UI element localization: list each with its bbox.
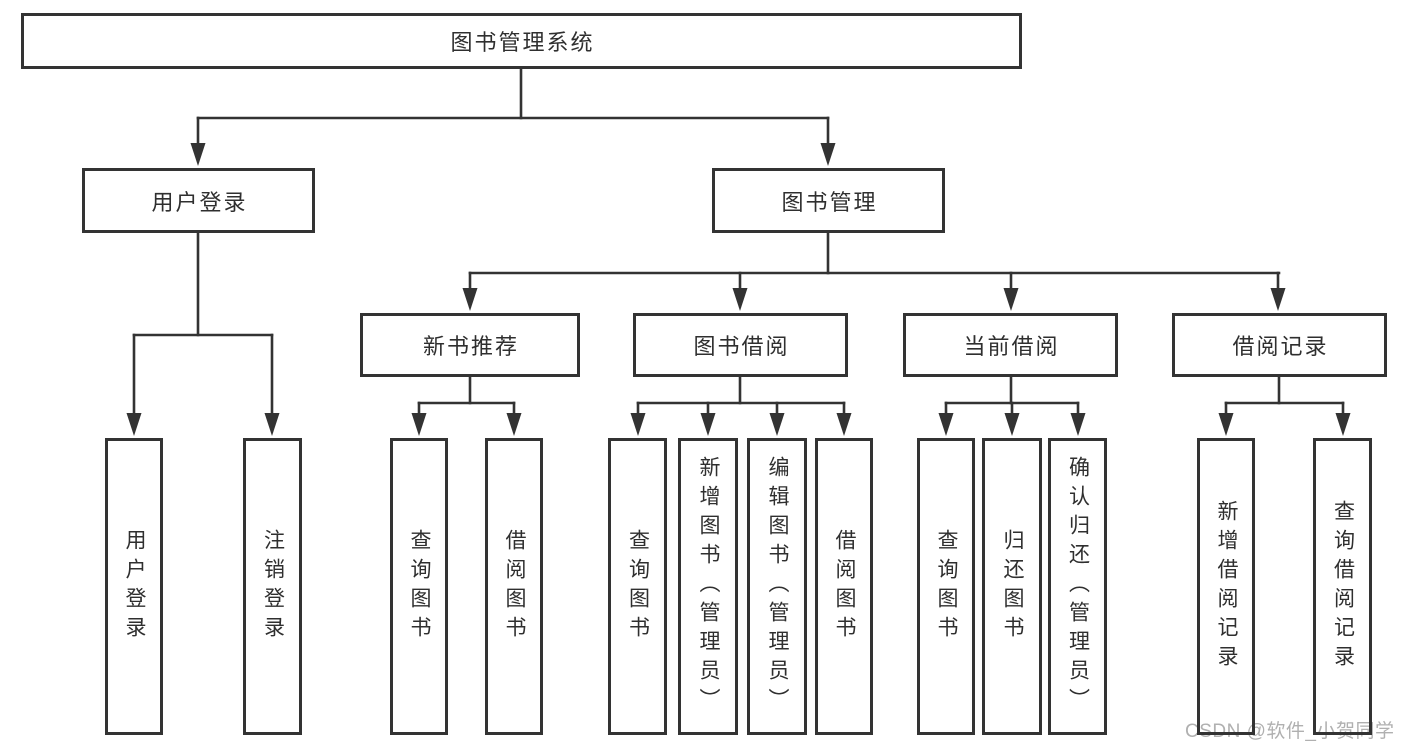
leaf-edit-book-admin: 编辑图书（管理员）: [747, 438, 807, 735]
leaf-confirm-return-admin: 确认归还（管理员）: [1048, 438, 1107, 735]
leaf-user-login: 用户登录: [105, 438, 163, 735]
node-user-login: 用户登录: [82, 168, 315, 233]
leaf-query-books-recommend: 查询图书: [390, 438, 448, 735]
leaf-borrow-books: 借阅图书: [815, 438, 873, 735]
leaf-label: 查询图书: [935, 528, 959, 645]
leaf-label: 注销登录: [261, 528, 285, 645]
leaf-label: 用户登录: [123, 528, 147, 645]
node-new-book-recommendation: 新书推荐: [360, 313, 580, 377]
leaf-label: 新增借阅记录: [1215, 499, 1239, 674]
leaf-label: 确认归还（管理员）: [1066, 456, 1090, 717]
leaf-add-borrow-record: 新增借阅记录: [1197, 438, 1255, 735]
leaf-query-books-borrow: 查询图书: [608, 438, 667, 735]
leaf-borrow-books-recommend: 借阅图书: [485, 438, 543, 735]
leaf-label: 查询图书: [626, 528, 650, 645]
leaf-logout: 注销登录: [243, 438, 302, 735]
node-current-borrowing: 当前借阅: [903, 313, 1118, 377]
node-book-borrowing: 图书借阅: [633, 313, 848, 377]
leaf-add-book-admin: 新增图书（管理员）: [678, 438, 738, 735]
leaf-label: 查询借阅记录: [1331, 499, 1355, 674]
leaf-label: 编辑图书（管理员）: [766, 456, 790, 717]
watermark: CSDN @软件_小贺同学: [1185, 721, 1395, 742]
leaf-label: 查询图书: [408, 528, 432, 645]
node-borrowing-records: 借阅记录: [1172, 313, 1387, 377]
leaf-label: 借阅图书: [833, 528, 857, 645]
leaf-query-borrow-record: 查询借阅记录: [1313, 438, 1372, 735]
leaf-query-books-current: 查询图书: [917, 438, 975, 735]
leaf-label: 借阅图书: [503, 528, 527, 645]
node-system-root: 图书管理系统: [21, 13, 1022, 69]
leaf-label: 新增图书（管理员）: [697, 456, 721, 717]
node-book-management: 图书管理: [712, 168, 945, 233]
leaf-return-books: 归还图书: [982, 438, 1042, 735]
leaf-label: 归还图书: [1001, 528, 1025, 645]
